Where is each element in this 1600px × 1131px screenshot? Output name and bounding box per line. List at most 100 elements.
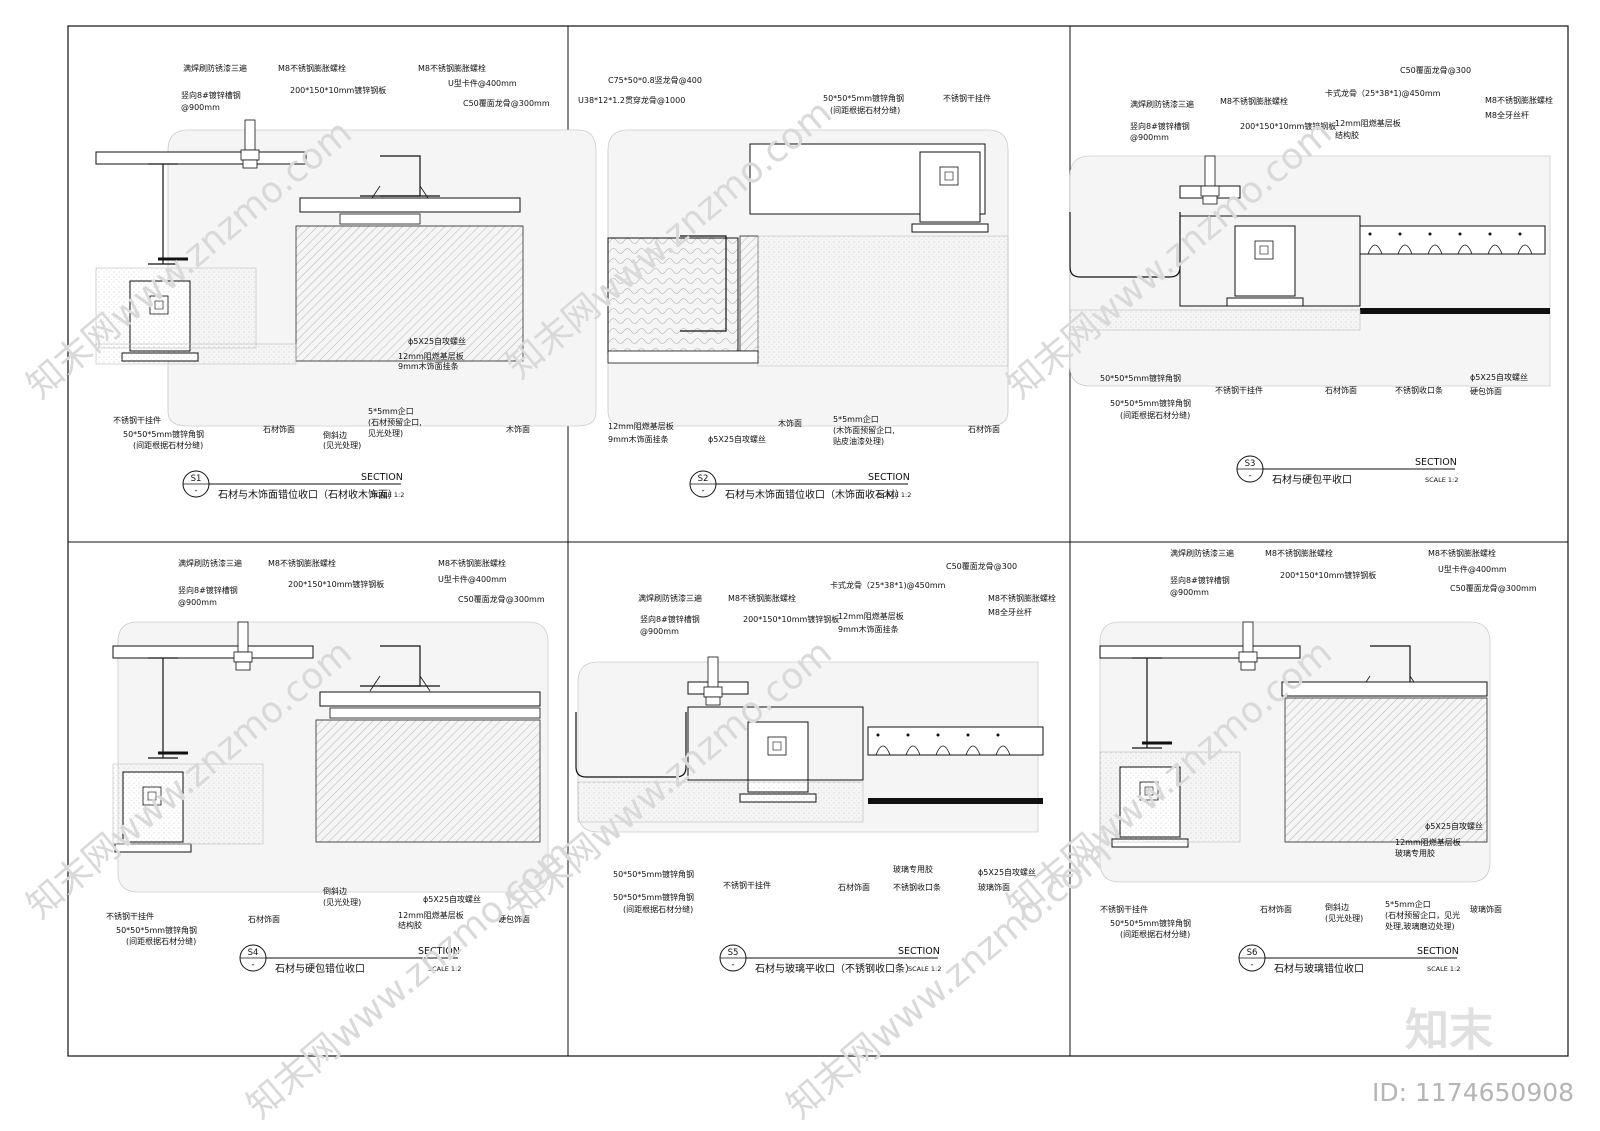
section-tag: S5 — [728, 948, 739, 958]
callout-label: C50覆面龙骨@300mm — [458, 594, 545, 604]
callout-label: 竖向8#镀锌槽钢 — [640, 614, 700, 624]
section-subtag: - — [1248, 471, 1251, 481]
callout-label: 50*50*5mm镀锌角钢 — [1100, 373, 1181, 383]
callout-label: (见光处理) — [323, 897, 361, 907]
callout-label: 满焊刷防锈漆三遍 — [638, 593, 702, 603]
callout-label: C50覆面龙骨@300 — [946, 561, 1017, 571]
callout-label: M8不锈钢膨胀螺栓 — [1220, 96, 1288, 106]
callout-label: 200*150*10mm镀锌钢板 — [1280, 570, 1376, 580]
callout-label: M8不锈钢膨胀螺栓 — [438, 558, 506, 568]
callout-label: 见光处理) — [368, 428, 403, 438]
callout-label: (间距根据石材分缝) — [126, 936, 196, 946]
callout-label: 石材饰面 — [1260, 904, 1292, 914]
callout-label: (木饰面预留企口, — [833, 425, 895, 435]
callout-label: 石材饰面 — [1325, 385, 1357, 395]
callout-label: M8不锈钢膨胀螺栓 — [988, 593, 1056, 603]
callout-label: 5*5mm企口 — [1385, 899, 1431, 909]
callout-label: M8不锈钢膨胀螺栓 — [728, 593, 796, 603]
callout-label: ϕ5X25自攻螺丝 — [423, 894, 481, 904]
watermark-text-8: 知末网www.znzmo.com — [779, 832, 1119, 1127]
callout-label: 倒斜边 — [323, 886, 347, 896]
callout-label: 木饰面 — [506, 424, 530, 434]
callout-label: 200*150*10mm镀锌钢板 — [1240, 121, 1336, 131]
callout-label: M8不锈钢膨胀螺栓 — [1428, 548, 1496, 558]
callout-label: 石材饰面 — [263, 424, 295, 434]
section-title: 石材与硬包错位收口 — [275, 962, 365, 975]
callout-label: @900mm — [181, 103, 220, 112]
section-tag: S3 — [1245, 459, 1256, 469]
section-scale: SCALE 1:2 — [428, 965, 461, 973]
section-scale: SCALE 1:2 — [908, 965, 941, 973]
callout-label: U型卡件@400mm — [438, 574, 507, 584]
callout-label: 12mm阻燃基层板 — [398, 910, 464, 920]
callout-label: (间距根据石材分缝) — [830, 105, 900, 115]
callout-label: C50覆面龙骨@300 — [1400, 65, 1471, 75]
callout-label: 不锈钢干挂件 — [1215, 385, 1263, 395]
section-subtag: - — [1250, 960, 1253, 970]
callout-label: @900mm — [1130, 133, 1169, 142]
callout-label: ϕ5X25自攻螺丝 — [708, 434, 766, 444]
callout-label: 竖向8#镀锌槽钢 — [1130, 121, 1190, 131]
callout-label: 5*5mm企口 — [833, 414, 879, 424]
callout-label: M8全牙丝杆 — [1485, 110, 1529, 120]
watermark-logo: 知末 — [1405, 1005, 1493, 1056]
callout-label: M8不锈钢膨胀螺栓 — [1485, 95, 1553, 105]
callout-label: 不锈钢收口条 — [893, 882, 941, 892]
detail-drawings — [95, 119, 1551, 893]
callout-label: 竖向8#镀锌槽钢 — [178, 585, 238, 595]
callout-label: C75*50*0.8竖龙骨@400 — [608, 75, 702, 85]
section-tag: S1 — [191, 474, 202, 484]
detail-s3-drawing — [1069, 155, 1551, 387]
callout-label: 贴皮油漆处理) — [833, 436, 884, 446]
callout-label: 木饰面 — [778, 418, 802, 428]
callout-label: 满焊刷防锈漆三遍 — [1130, 99, 1194, 109]
callout-label: 200*150*10mm镀锌钢板 — [743, 614, 839, 624]
section-heading: SECTION — [1417, 946, 1459, 957]
callout-label: 石材饰面 — [248, 914, 280, 924]
callout-label: 硬包饰面 — [1470, 386, 1502, 396]
callout-label: @900mm — [640, 627, 679, 636]
callout-label: 12mm阻燃基层板 — [838, 611, 904, 621]
callout-label: ϕ5X25自攻螺丝 — [1425, 821, 1483, 831]
callout-label: 不锈钢干挂件 — [943, 93, 991, 103]
detail-s1-drawing — [95, 119, 597, 427]
callout-label: U38*12*1.2贯穿龙骨@1000 — [578, 95, 685, 105]
callout-label: 卡式龙骨（25*38*1)@450mm — [830, 580, 946, 590]
callout-label: 石材饰面 — [838, 882, 870, 892]
callout-label: (间距根据石材分缝) — [1120, 929, 1190, 939]
callout-label: 石材饰面 — [968, 424, 1000, 434]
callout-label: (间距根据石材分缝) — [133, 440, 203, 450]
callout-label: 50*50*5mm镀锌角钢 — [613, 892, 694, 902]
callout-label: 不锈钢干挂件 — [1100, 904, 1148, 914]
callout-label: M8不锈钢膨胀螺栓 — [268, 558, 336, 568]
section-subtag: - — [194, 486, 197, 496]
callout-label: M8不锈钢膨胀螺栓 — [278, 63, 346, 73]
callout-label: @900mm — [1170, 588, 1209, 597]
callout-label: 9mm木饰面挂条 — [608, 434, 669, 444]
callout-label: 结构胶 — [1335, 130, 1359, 140]
callout-label: 12mm阻燃基层板 — [398, 351, 464, 361]
callout-label: 50*50*5mm镀锌角钢 — [116, 925, 197, 935]
callout-label: @900mm — [178, 598, 217, 607]
callout-label: 50*50*5mm镀锌角钢 — [823, 93, 904, 103]
callout-label: 竖向8#镀锌槽钢 — [181, 90, 241, 100]
callout-label: 50*50*5mm镀锌角钢 — [123, 429, 204, 439]
section-scale: SCALE 1:2 — [1427, 965, 1460, 973]
callout-label: (见光处理) — [323, 440, 361, 450]
watermark-id: ID: 1174650908 — [1372, 1078, 1574, 1107]
callout-label: 5*5mm企口 — [368, 406, 414, 416]
callout-label: 50*50*5mm镀锌角钢 — [613, 869, 694, 879]
callout-label: 不锈钢干挂件 — [113, 415, 161, 425]
